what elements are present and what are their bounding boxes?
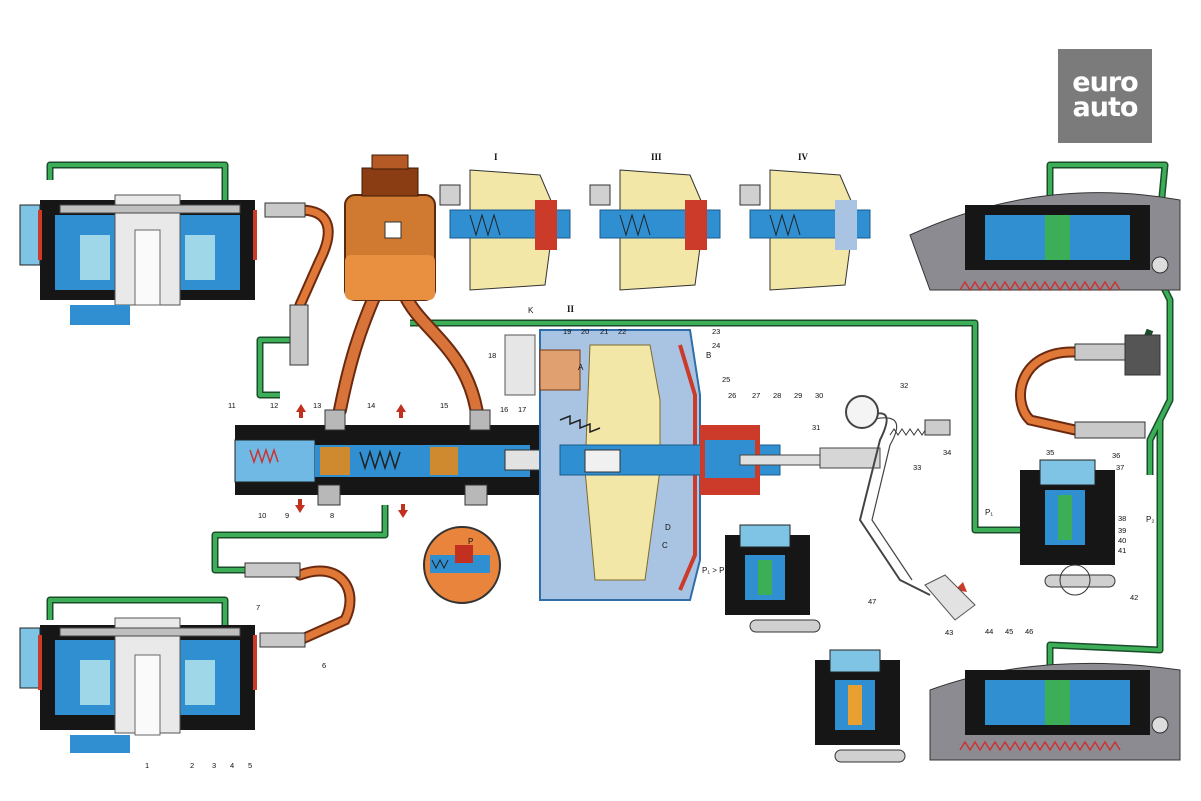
part-5: 5: [248, 761, 252, 770]
label-roman-IV: IV: [798, 152, 809, 162]
booster-stage-III: [589, 169, 721, 291]
booster-stage-I: [439, 169, 571, 291]
part-46: 46: [1025, 627, 1033, 636]
part-1: 1: [145, 761, 149, 770]
part-43: 43: [945, 628, 953, 637]
part-21: 21: [600, 327, 608, 336]
label-P1: P₁: [985, 508, 993, 517]
part-34: 34: [943, 448, 951, 457]
part-47: 47: [868, 597, 876, 606]
part-30: 30: [815, 391, 823, 400]
label-P: P: [468, 537, 473, 546]
part-11: 11: [228, 401, 236, 410]
part-40: 40: [1118, 536, 1126, 545]
pressure-regulator-bottom: [815, 649, 906, 763]
part-13: 13: [313, 401, 321, 410]
valve-detail-inset: [423, 526, 501, 604]
part-2: 2: [190, 761, 194, 770]
front-brake-caliper-bottom: [19, 617, 257, 753]
part-12: 12: [270, 401, 278, 410]
part-3: 3: [212, 761, 216, 770]
part-19: 19: [563, 327, 571, 336]
part-16: 16: [500, 405, 508, 414]
part-35: 35: [1046, 448, 1054, 457]
pressure-regulator-center: [725, 524, 821, 633]
part-4: 4: [230, 761, 234, 770]
pressure-regulator-right: [1020, 459, 1116, 596]
part-9: 9: [285, 511, 289, 520]
label-K: K: [528, 306, 534, 315]
part-27: 27: [752, 391, 760, 400]
brake-pedal: [845, 395, 976, 621]
booster-stage-IV: [739, 169, 871, 291]
label-P1-gt-P2: P₁ > P₂: [702, 566, 728, 575]
part-10: 10: [258, 511, 266, 520]
label-D: D: [665, 523, 671, 532]
euroauto-logo: euro auto: [1058, 49, 1152, 143]
part-36: 36: [1112, 451, 1120, 460]
label-roman-III: III: [651, 152, 662, 162]
label-A: A: [578, 363, 584, 372]
front-brake-caliper-top: [19, 194, 257, 325]
part-14: 14: [367, 401, 375, 410]
part-number-labels: 1 2 3 4 5 6 7 8 9 10 11 12 13 14 15 16 1…: [145, 327, 1138, 770]
part-17: 17: [518, 405, 526, 414]
part-18: 18: [488, 351, 496, 360]
part-42: 42: [1130, 593, 1138, 602]
master-cylinder: [234, 409, 566, 506]
part-38: 38: [1118, 514, 1126, 523]
letter-labels: K A B C D P P₁ > P₂ P₁ P₂: [468, 306, 1154, 575]
logo-line-1: euro: [1072, 67, 1138, 98]
part-22: 22: [618, 327, 626, 336]
label-B: B: [706, 351, 711, 360]
part-24: 24: [712, 341, 720, 350]
label-roman-I: I: [494, 152, 498, 162]
rear-wheel-cylinder-bottom: [929, 662, 1181, 761]
part-37: 37: [1116, 463, 1124, 472]
line-fittings: [244, 202, 1161, 648]
part-39: 39: [1118, 526, 1126, 535]
fluid-reservoir: [344, 154, 436, 301]
part-23: 23: [712, 327, 720, 336]
part-8: 8: [330, 511, 334, 520]
label-P2: P₂: [1146, 515, 1154, 524]
part-20: 20: [581, 327, 589, 336]
part-25: 25: [722, 375, 730, 384]
vacuum-booster-main: [504, 329, 881, 601]
part-28: 28: [773, 391, 781, 400]
part-33: 33: [913, 463, 921, 472]
part-44: 44: [985, 627, 993, 636]
part-7: 7: [256, 603, 260, 612]
label-roman-II: II: [567, 304, 575, 314]
part-45: 45: [1005, 627, 1013, 636]
part-41: 41: [1118, 546, 1126, 555]
label-C: C: [662, 541, 668, 550]
part-15: 15: [440, 401, 448, 410]
part-26: 26: [728, 391, 736, 400]
logo-line-2: auto: [1072, 92, 1139, 123]
rear-wheel-cylinder-top: [909, 192, 1181, 292]
roman-labels: I III IV II: [494, 152, 809, 314]
part-32: 32: [900, 381, 908, 390]
flexible-hoses: [294, 204, 1081, 646]
part-31: 31: [812, 423, 820, 432]
part-6: 6: [322, 661, 326, 670]
part-29: 29: [794, 391, 802, 400]
